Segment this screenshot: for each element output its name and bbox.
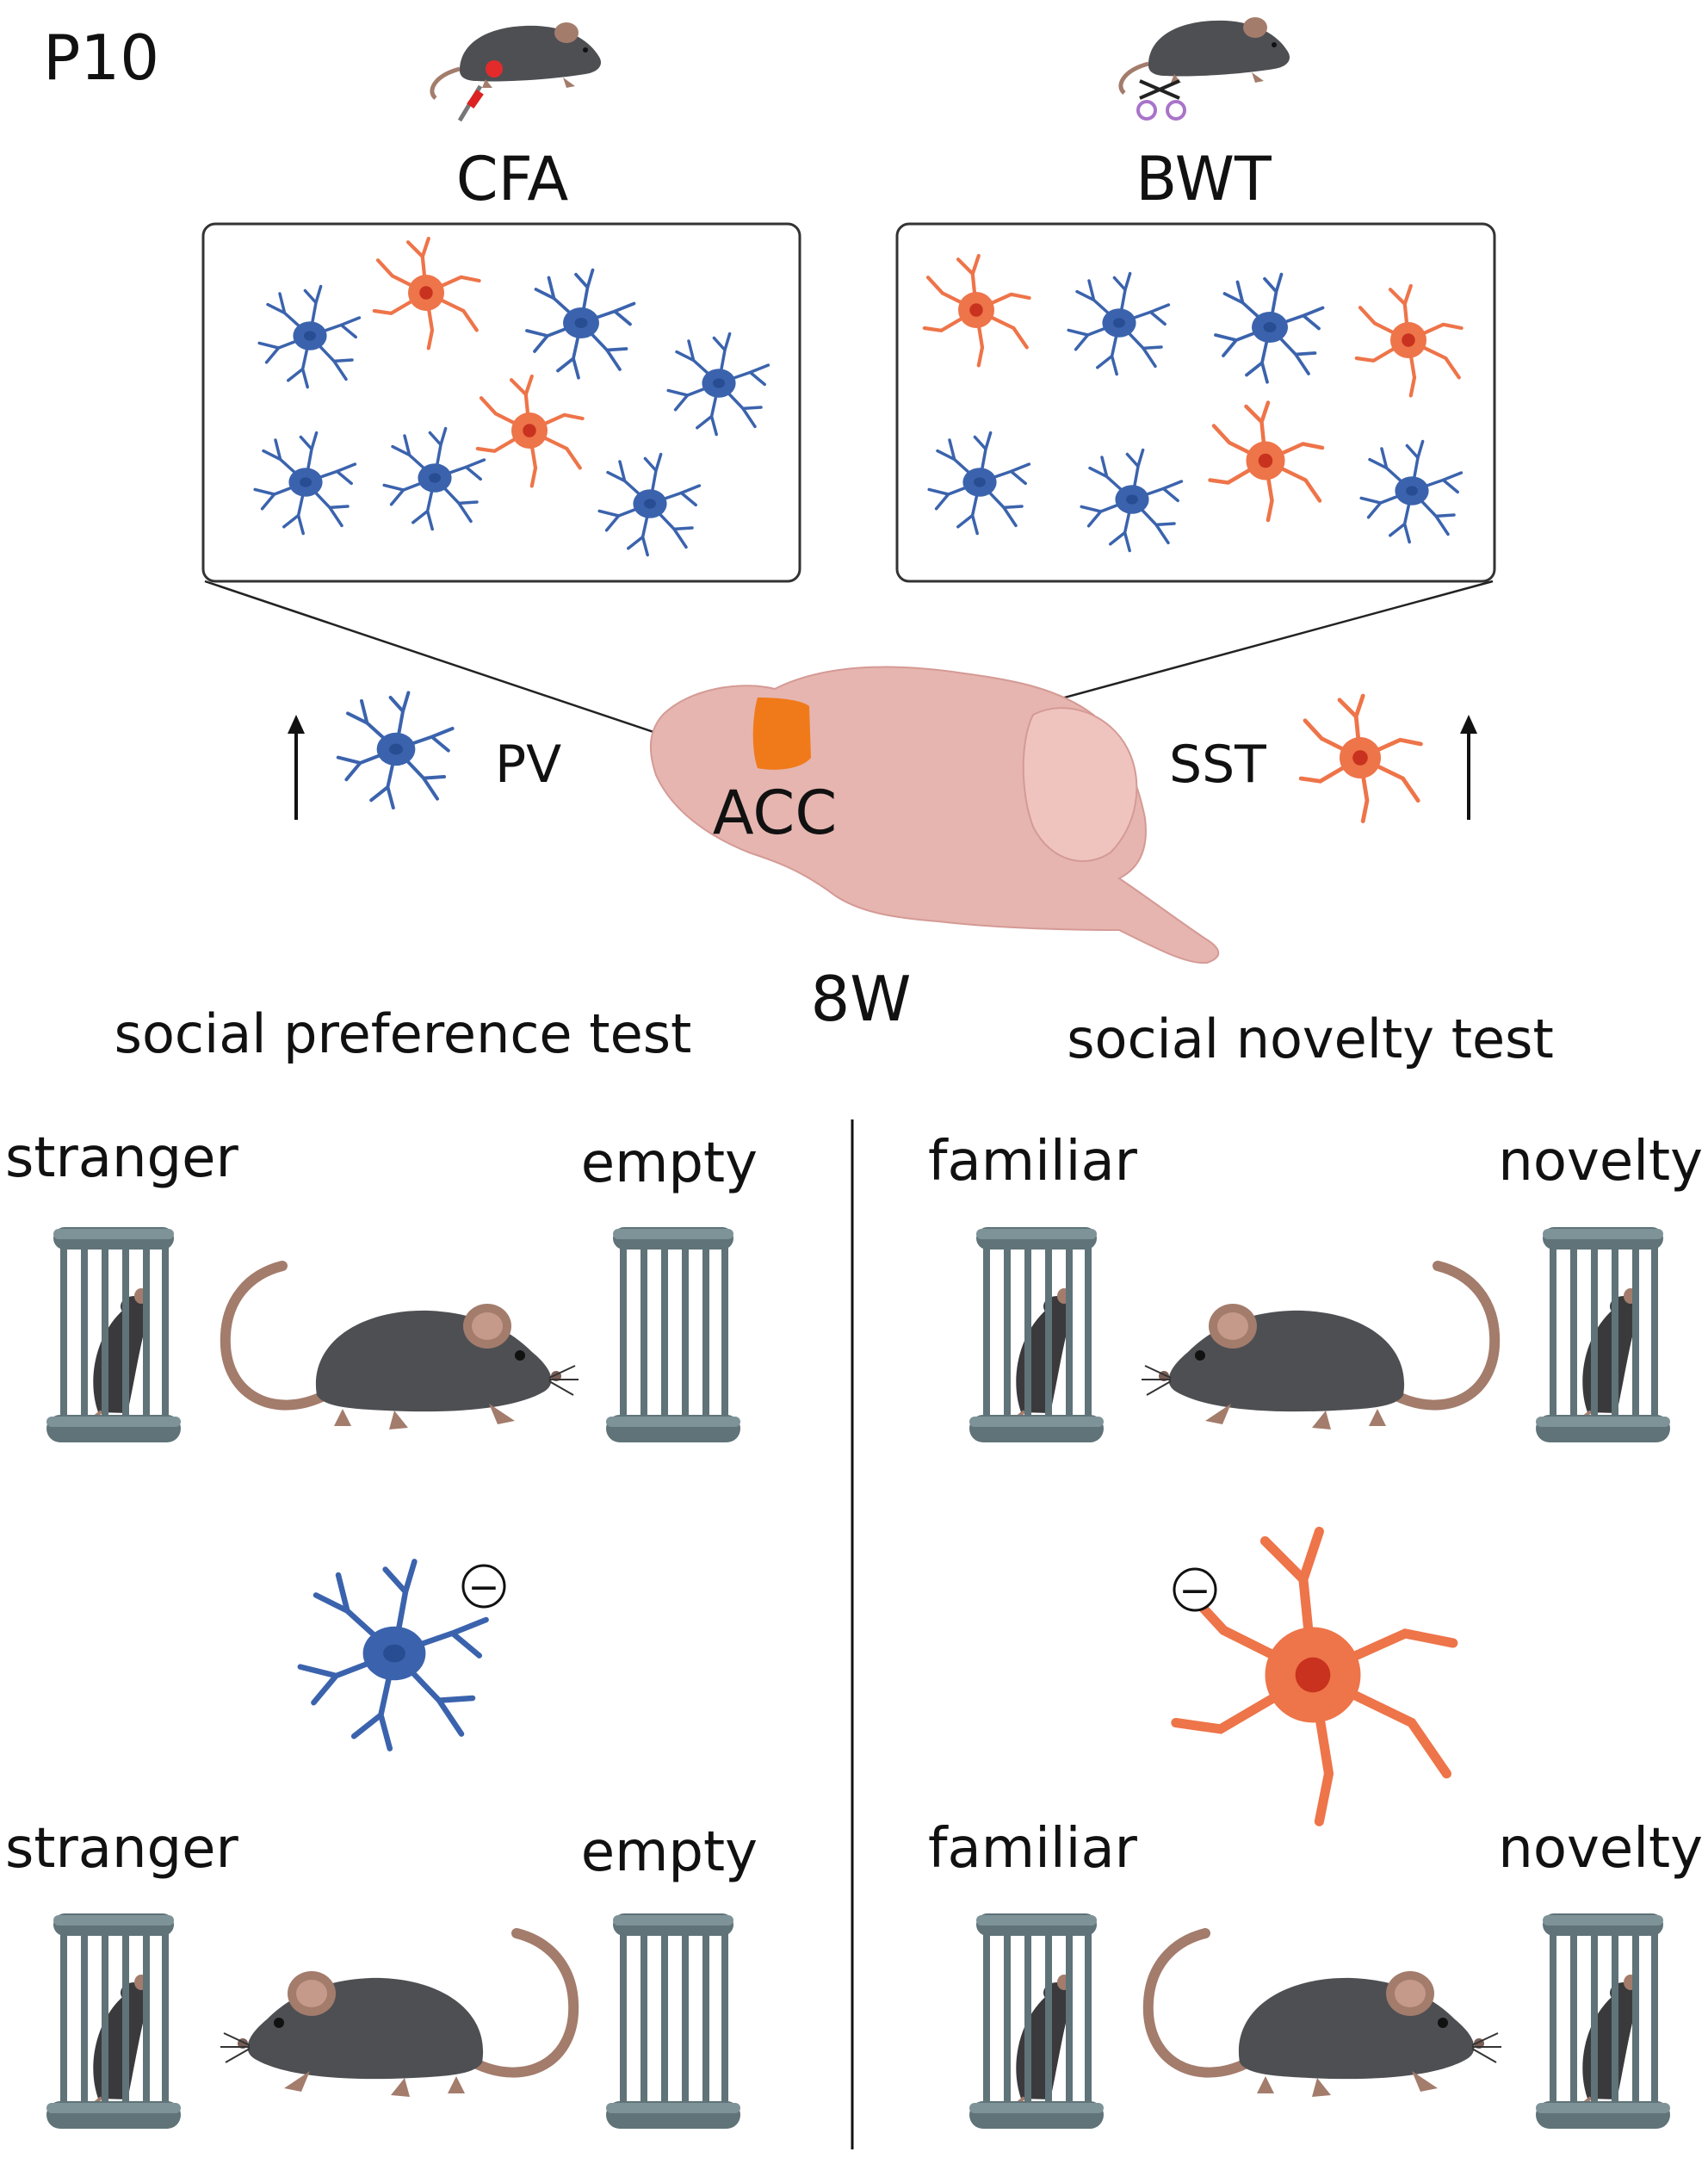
inhibition-minus-icon xyxy=(461,1564,506,1609)
test-mouse-novelty-top xyxy=(1142,1266,1494,1429)
sst-increase-legend: SST xyxy=(1169,696,1477,822)
age-label: P10 xyxy=(43,22,159,94)
novelty-label-bottom: novelty xyxy=(1498,1817,1703,1881)
stranger-cage-bottom xyxy=(46,1913,181,2129)
bwt-inset-box xyxy=(895,222,1496,583)
social-preference-test-title: social preference test xyxy=(114,1002,692,1065)
brain-sagittal xyxy=(649,666,1220,964)
empty-label-top: empty xyxy=(581,1132,758,1195)
sst-neuron-icon xyxy=(1176,1532,1453,1822)
cfa-inset-box xyxy=(201,222,801,583)
inhibition-minus-icon xyxy=(1173,1567,1217,1612)
sst-inhibited: − xyxy=(1174,1532,1453,1822)
up-arrow-icon xyxy=(288,715,305,734)
empty-label-bottom: empty xyxy=(581,1820,758,1884)
novelty-label-top: novelty xyxy=(1498,1130,1703,1194)
stranger-label-bottom: stranger xyxy=(5,1817,239,1881)
sst-neuron-icon xyxy=(1301,696,1420,822)
age-8w-label: 8W xyxy=(811,963,912,1035)
acc-label: ACC xyxy=(713,778,837,848)
empty-cage-top xyxy=(606,1227,740,1442)
familiar-label-bottom: familiar xyxy=(928,1817,1138,1881)
group-label-cfa: CFA xyxy=(456,144,569,214)
pv-increase-legend: PV xyxy=(288,691,561,820)
pv-inhibited: − xyxy=(300,1561,506,1748)
social-novelty-test-title: social novelty test xyxy=(1067,1008,1554,1070)
test-mouse-preference-bottom xyxy=(220,1933,573,2097)
test-mouse-preference-top xyxy=(226,1266,579,1429)
pv-neuron-icon xyxy=(336,691,455,809)
pv-neuron-icon xyxy=(300,1561,486,1748)
bwt-mouse-icon xyxy=(1121,17,1290,121)
up-arrow-icon xyxy=(1460,715,1477,734)
pv-label: PV xyxy=(495,735,561,795)
familiar-label-top: familiar xyxy=(928,1130,1138,1194)
svg-text:−: − xyxy=(1179,1569,1211,1613)
familiar-cage-bottom xyxy=(969,1913,1104,2129)
cerebellum xyxy=(1022,707,1138,862)
familiar-cage-top xyxy=(969,1227,1104,1442)
svg-text:−: − xyxy=(468,1566,500,1609)
empty-cage-bottom xyxy=(606,1913,740,2129)
stranger-label-top: stranger xyxy=(5,1126,239,1190)
sst-label: SST xyxy=(1169,735,1266,795)
cfa-mouse-icon xyxy=(432,22,601,122)
test-mouse-novelty-bottom xyxy=(1148,1933,1501,2097)
group-label-bwt: BWT xyxy=(1136,144,1272,214)
stranger-cage-top xyxy=(46,1227,181,1442)
acc-region xyxy=(752,698,811,770)
novelty-cage-bottom xyxy=(1536,1913,1670,2129)
scissors-icon xyxy=(1136,79,1186,121)
novelty-cage-top xyxy=(1536,1227,1670,1442)
